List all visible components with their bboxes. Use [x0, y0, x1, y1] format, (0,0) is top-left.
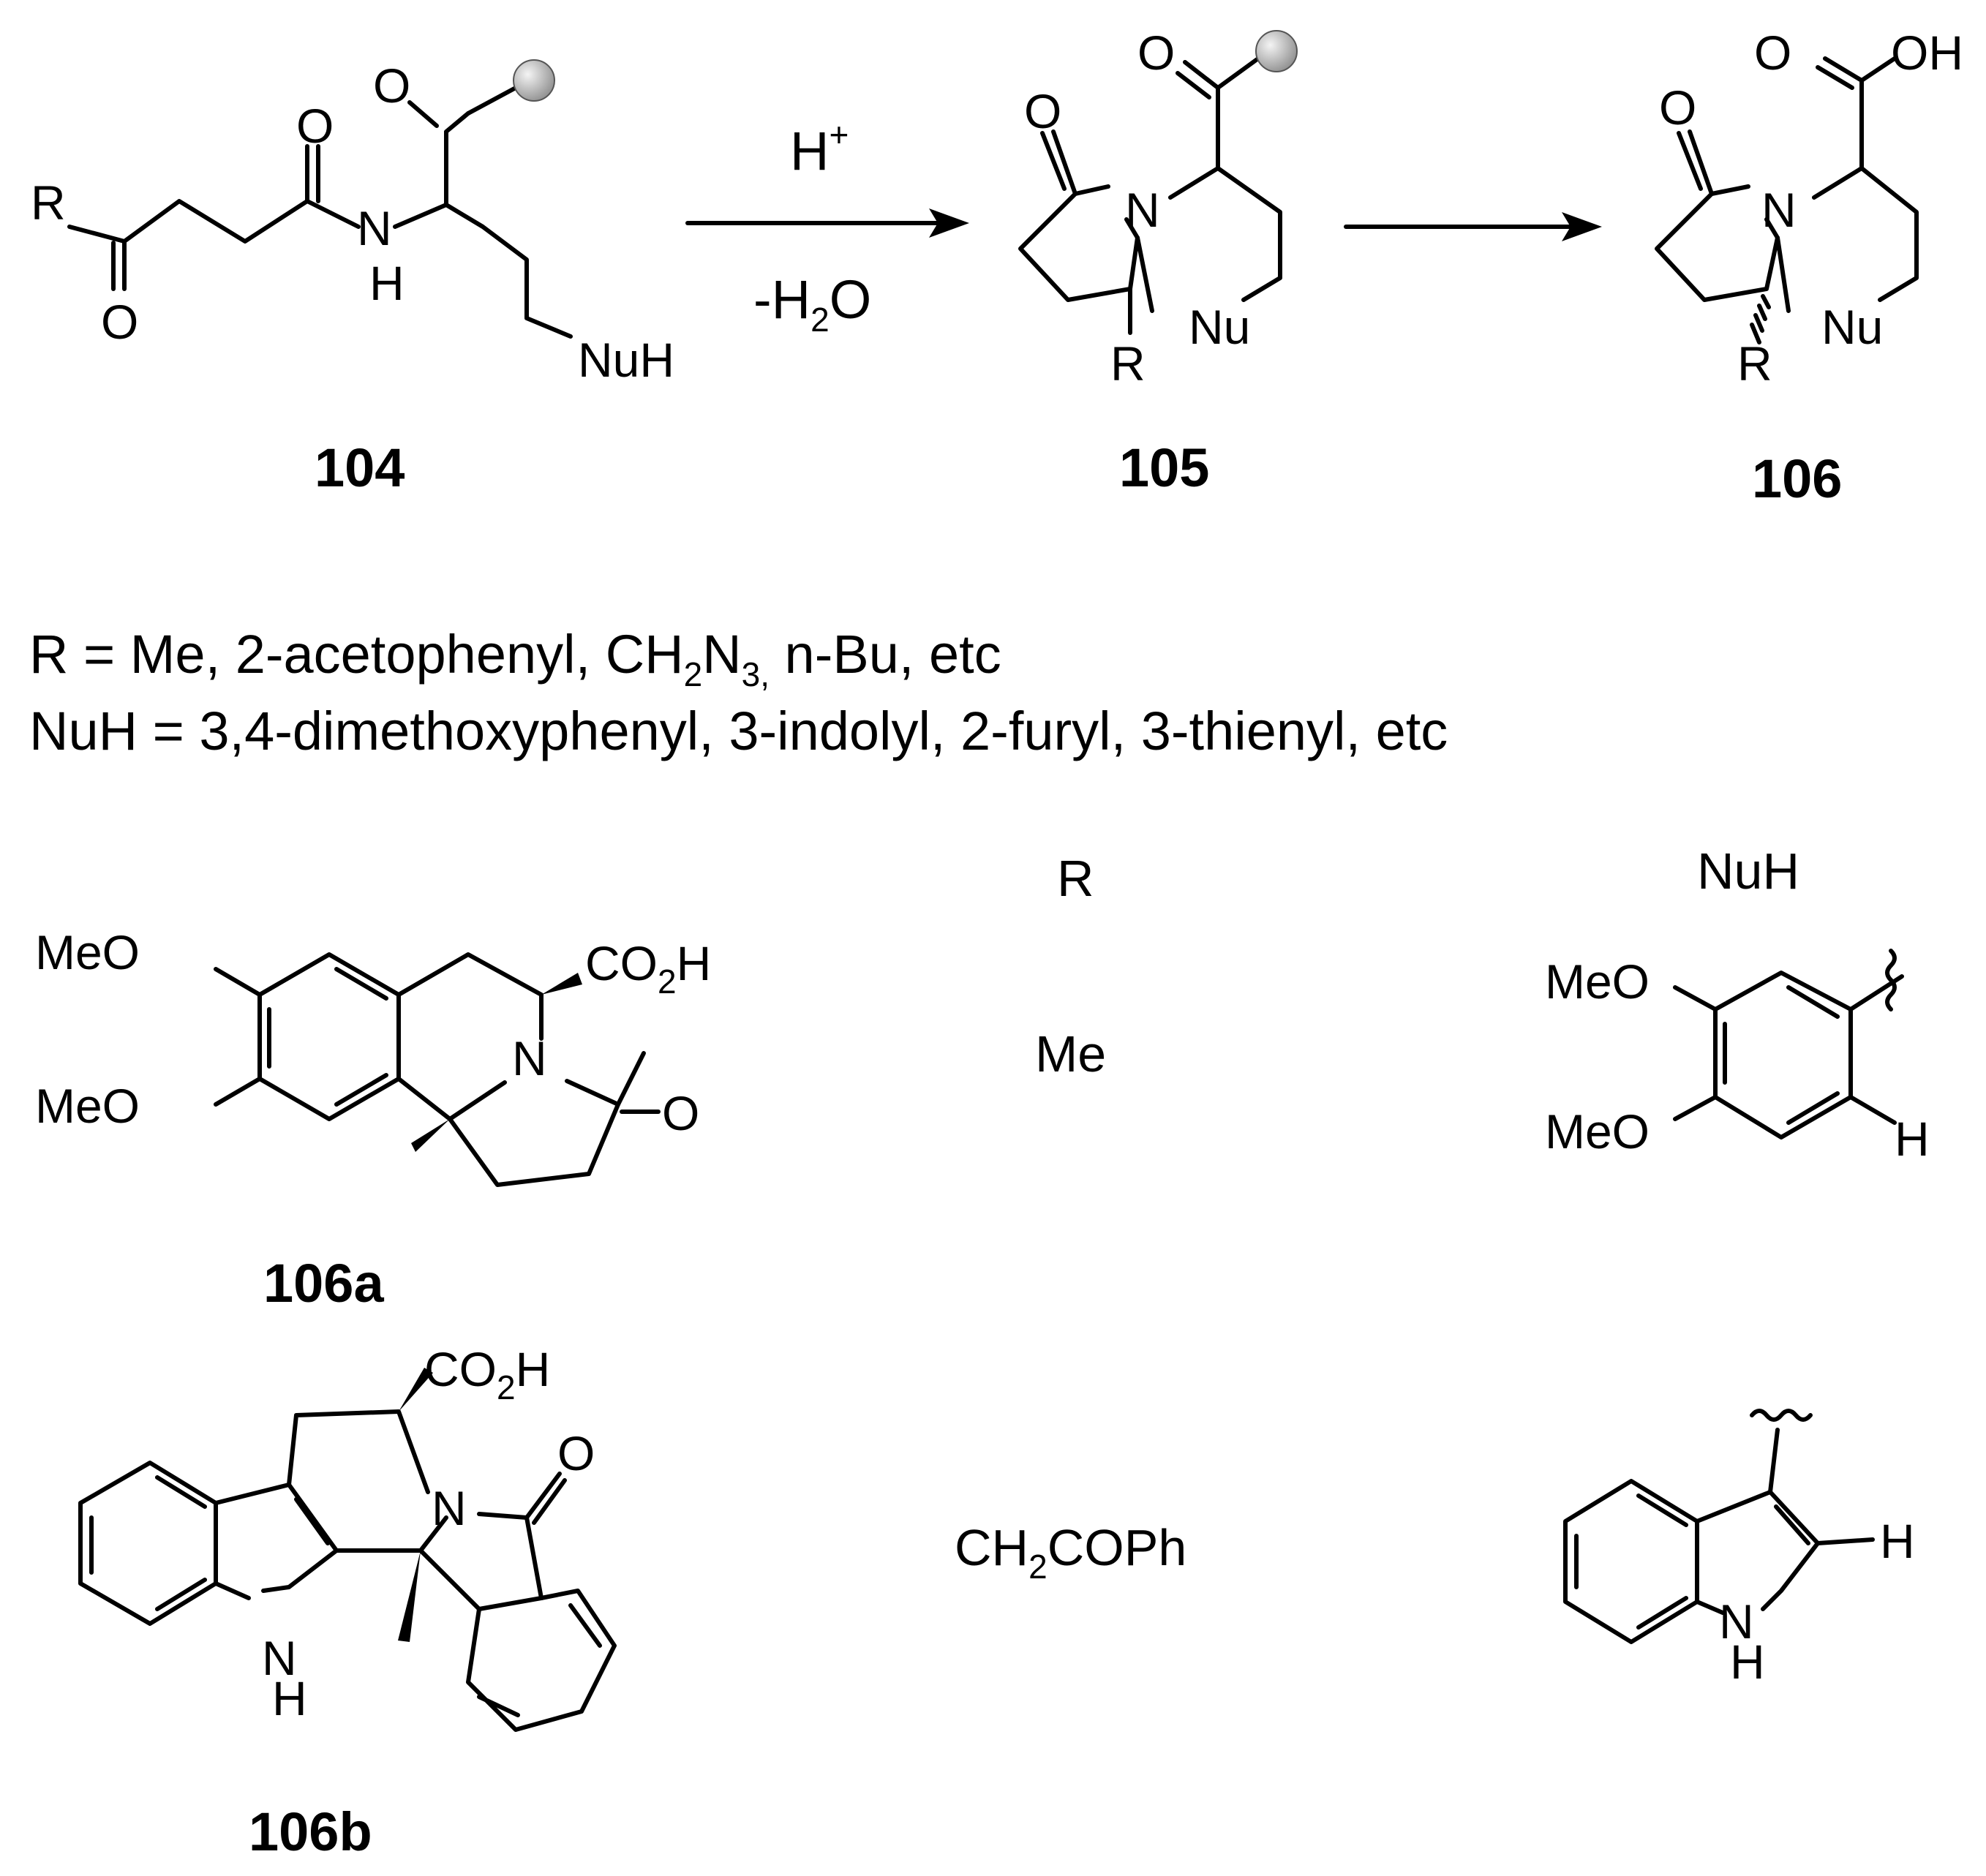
- attachment-wavy-icon: [1885, 949, 1897, 1012]
- definition-R: R = Me, 2-acetophenyl, CH2N3, n-Bu, etc: [29, 624, 1001, 693]
- atom-N: N: [432, 1481, 467, 1535]
- structure-indolyl: H N H: [1563, 1409, 1915, 1689]
- atom-NuH: NuH: [578, 333, 674, 387]
- atom-N: N: [1719, 1594, 1754, 1649]
- atom-O: O: [662, 1086, 699, 1140]
- atom-MeO: MeO: [1545, 1104, 1650, 1159]
- resin-bead-icon: [1255, 30, 1298, 72]
- compound-label-104: 104: [315, 437, 405, 498]
- atom-N: N: [262, 1631, 297, 1685]
- arrowhead-icon: [1562, 212, 1602, 241]
- structure-106a: MeO MeO N CO2H O 106a: [35, 925, 711, 1314]
- atom-H: H: [369, 256, 405, 310]
- atom-O: O: [1137, 26, 1175, 80]
- compound-label-105: 105: [1119, 437, 1209, 498]
- structure-dimethoxyphenyl: MeO MeO H: [1545, 949, 1930, 1166]
- table-row1-R: Me: [1035, 1025, 1106, 1082]
- compound-label-106a: 106a: [263, 1253, 384, 1314]
- structure-106b: CO2H N O N H 106b: [78, 1342, 617, 1862]
- atom-O: O: [1024, 84, 1061, 138]
- atom-N: N: [512, 1031, 547, 1085]
- structure-105: O N O Nu R 105: [1018, 26, 1298, 498]
- atom-MeO: MeO: [1545, 954, 1650, 1009]
- atom-OH: OH: [1891, 26, 1963, 80]
- structure-104: R O O N H O NuH 104: [31, 59, 674, 498]
- atom-Nu: Nu: [1821, 300, 1883, 354]
- atom-O: O: [1754, 26, 1791, 80]
- table-header-NuH: NuH: [1697, 843, 1799, 900]
- atom-MeO: MeO: [35, 925, 140, 979]
- atom-H: H: [1895, 1112, 1930, 1166]
- definition-NuH: NuH = 3,4-dimethoxyphenyl, 3-indolyl, 2-…: [29, 701, 1448, 761]
- atom-carboxyl: CO2H: [424, 1342, 550, 1406]
- atom-Nu: Nu: [1189, 300, 1250, 354]
- table-row2-R: CH2COPh: [955, 1519, 1186, 1586]
- compound-label-106b: 106b: [249, 1801, 372, 1862]
- atom-N: N: [1761, 183, 1797, 237]
- atom-carboxyl: CO2H: [585, 936, 711, 1001]
- table-header-R: R: [1057, 850, 1094, 907]
- attachment-wavy-icon: [1750, 1409, 1813, 1422]
- atom-R: R: [1737, 336, 1772, 391]
- reagent-water-loss: -H2O: [753, 269, 871, 339]
- compound-label-106: 106: [1752, 448, 1842, 509]
- atom-R: R: [31, 176, 66, 230]
- resin-bead-icon: [513, 59, 555, 102]
- atom-O: O: [1659, 80, 1696, 135]
- atom-R: R: [1110, 336, 1146, 391]
- atom-O: O: [101, 295, 138, 349]
- atom-H: H: [1880, 1514, 1915, 1568]
- atom-N: N: [357, 201, 392, 255]
- atom-N: N: [1125, 183, 1160, 237]
- atom-O: O: [557, 1426, 595, 1480]
- atom-H: H: [272, 1671, 307, 1725]
- atom-O: O: [373, 59, 410, 113]
- atom-MeO: MeO: [35, 1079, 140, 1133]
- atom-H: H: [1730, 1635, 1765, 1689]
- atom-O: O: [296, 99, 334, 153]
- arrowhead-icon: [929, 208, 969, 238]
- reaction-arrow-1: H+ -H2O: [685, 116, 969, 339]
- structure-106: O N O OH Nu R 106: [1655, 26, 1963, 509]
- reaction-arrow-2: [1344, 212, 1602, 241]
- reagent-acid: H+: [790, 116, 849, 181]
